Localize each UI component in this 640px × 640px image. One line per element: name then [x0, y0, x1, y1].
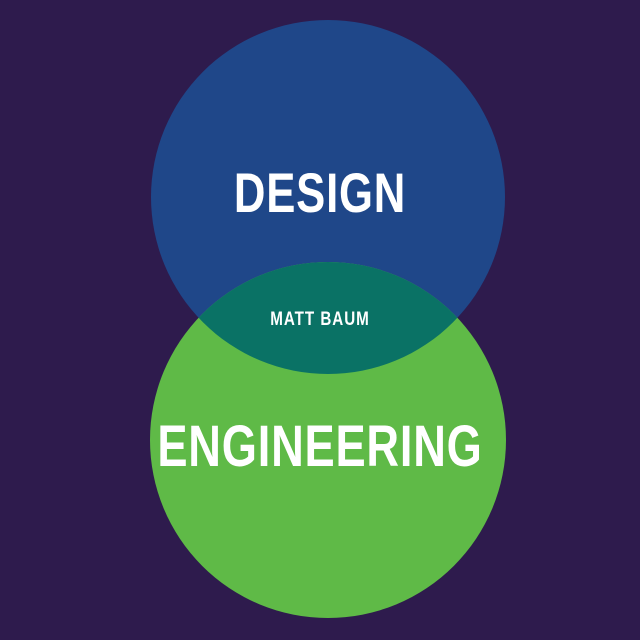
- overlap-label: MATT BAUM: [270, 309, 370, 330]
- design-label: DESIGN: [233, 161, 407, 224]
- design-circle: [151, 20, 505, 374]
- engineering-label: ENGINEERING: [157, 414, 483, 479]
- engineering-circle: [150, 262, 506, 618]
